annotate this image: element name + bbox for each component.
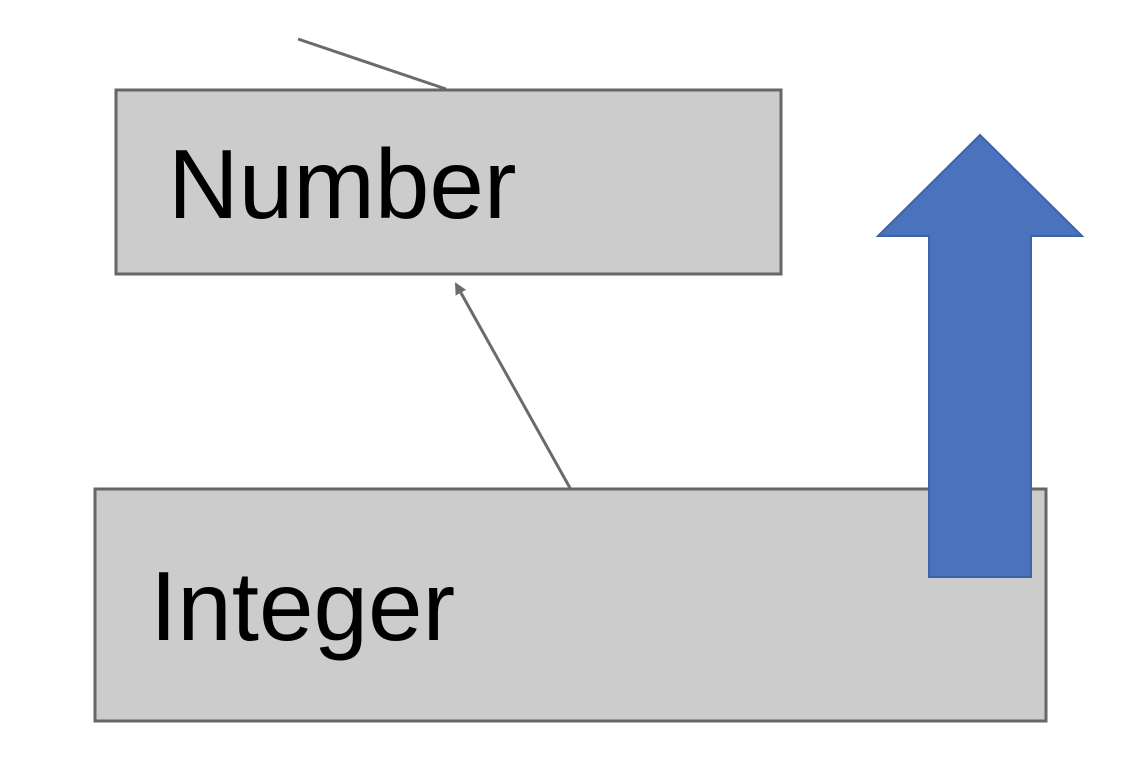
number-node: Number	[114, 88, 783, 276]
integer-label: Integer	[150, 551, 455, 661]
inheritance-arrow	[454, 282, 572, 489]
parent-connector-line	[297, 37, 447, 91]
integer-box	[93, 487, 1048, 723]
number-label: Number	[168, 129, 517, 239]
number-box	[114, 88, 783, 276]
big-up-arrow-icon	[875, 133, 1085, 578]
integer-node: Integer	[93, 487, 1048, 723]
